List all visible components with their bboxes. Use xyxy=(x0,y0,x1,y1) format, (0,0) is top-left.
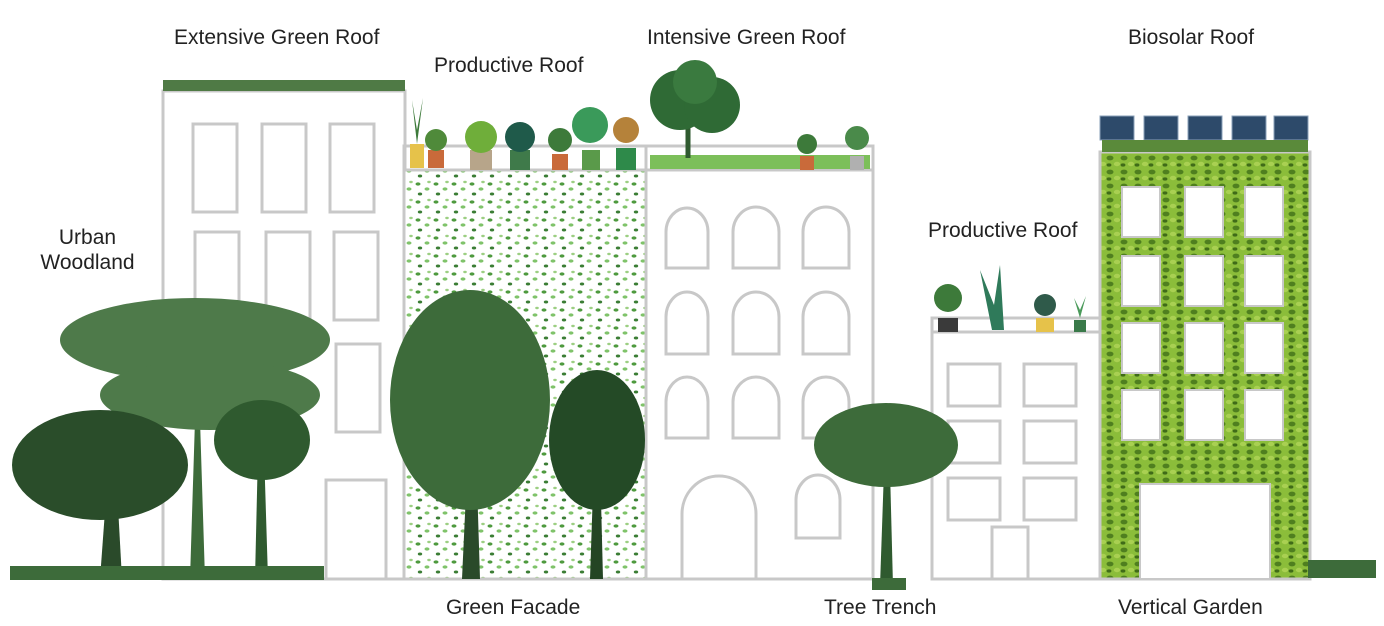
label-tree-trench: Tree Trench xyxy=(824,596,937,619)
urban-woodland-trees xyxy=(12,298,330,579)
label-urban-woodland-line1: Urban xyxy=(58,226,117,249)
label-urban-woodland: Urban Woodland xyxy=(30,225,145,275)
building-vertical-garden xyxy=(1098,115,1312,581)
productive-roof-plants xyxy=(410,98,639,170)
solar-panels xyxy=(1099,115,1309,141)
green-facade-trees xyxy=(390,290,645,579)
label-urban-woodland-line2: Woodland xyxy=(40,251,135,274)
ground-grass-left xyxy=(10,566,324,580)
label-extensive-green-roof: Extensive Green Roof xyxy=(174,26,380,49)
label-productive-roof-top: Productive Roof xyxy=(434,54,584,77)
label-productive-roof-right: Productive Roof xyxy=(928,219,1078,242)
building-intensive-roof xyxy=(644,60,875,581)
intensive-roof-grass xyxy=(650,155,870,169)
ground-grass-right xyxy=(1308,560,1376,578)
label-biosolar-roof: Biosolar Roof xyxy=(1128,26,1255,49)
building-productive-roof xyxy=(930,265,1102,581)
label-intensive-green-roof: Intensive Green Roof xyxy=(647,26,846,49)
label-vertical-garden: Vertical Garden xyxy=(1118,596,1263,619)
tree-trench-tree xyxy=(814,403,958,590)
extensive-roof-grass xyxy=(163,80,405,91)
label-green-facade: Green Facade xyxy=(446,596,581,619)
